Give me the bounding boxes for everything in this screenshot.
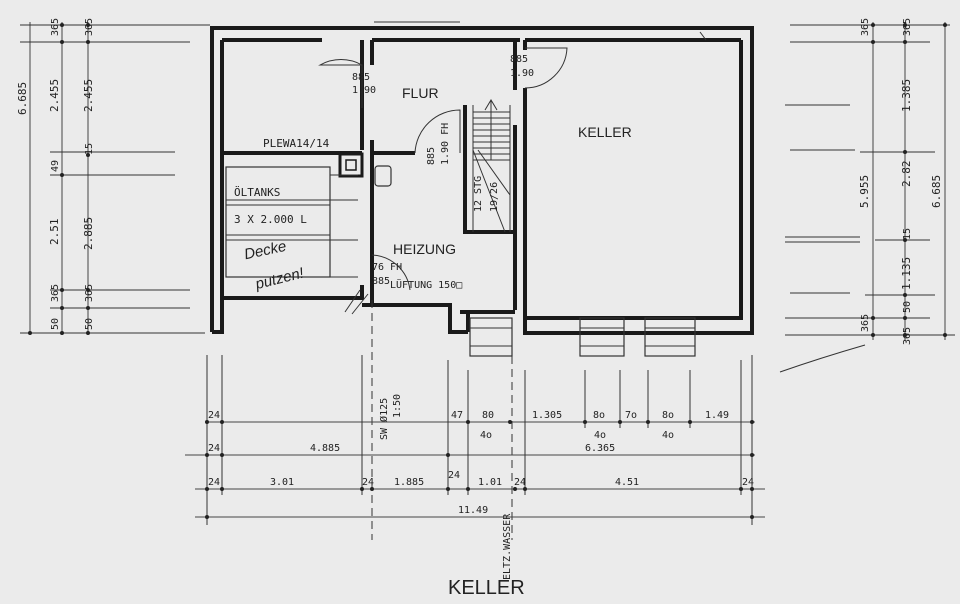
dim-b1-5: 8o xyxy=(593,410,605,421)
dim-right-mid-3: 2.82 xyxy=(900,161,913,188)
room-flur: FLUR xyxy=(402,85,439,101)
dim-b1-3: 80 xyxy=(482,410,494,421)
dim-right-inner-2: 5.955 xyxy=(858,175,871,208)
dim-b3-4: 1.885 xyxy=(394,477,424,488)
door4-width: 76 FH xyxy=(372,262,402,273)
door2-width: 885 xyxy=(510,54,528,65)
plewa-label: PLEWA14/14 xyxy=(263,137,330,150)
door1-width: 885 xyxy=(352,72,370,83)
stair-ratio-label: 19/26 xyxy=(489,182,500,212)
dim-left-inner-4: 2.51 xyxy=(48,219,61,246)
dim-b3-5: 24 xyxy=(448,470,460,481)
dim-right-outer: 6.685 xyxy=(930,175,943,208)
dim-left-outer: 6.685 xyxy=(16,82,29,115)
right-dimension-lines: 365 5.955 365 365 1.385 2.82 15 1.135 50… xyxy=(779,18,955,373)
dim-b3-2: 3.01 xyxy=(270,477,294,488)
door-swings xyxy=(318,47,568,291)
dim-left-mid-4: 2.885 xyxy=(82,217,95,250)
stair: 12 STG 19/26 xyxy=(472,99,511,233)
room-heizung: HEIZUNG xyxy=(393,241,456,257)
dim-right-inner-1: 365 xyxy=(860,18,871,36)
dim-left-mid-3: 15 xyxy=(84,143,95,155)
door2-height: 1.90 xyxy=(510,68,534,79)
dim-left-inner-1: 365 xyxy=(50,18,61,36)
dim-b1b-2: 4o xyxy=(594,430,606,441)
dim-b2-3: 6.365 xyxy=(585,443,615,454)
dim-b3-3: 24 xyxy=(362,477,374,488)
dim-b1b-1: 4o xyxy=(480,430,492,441)
dim-b1-4: 1.305 xyxy=(532,410,562,421)
stair-steps-label: 12 STG xyxy=(473,176,484,212)
dim-b3-9: 24 xyxy=(742,477,754,488)
lueftung-label: LÜFTUNG 150□ xyxy=(390,278,462,291)
dim-b1-1: 24 xyxy=(208,410,220,421)
dim-b2-1: 24 xyxy=(208,443,220,454)
dim-b1-6: 7o xyxy=(625,410,637,421)
dim-left-inner-5: 365 xyxy=(50,284,61,302)
eltz-wasser-label: ELTZ.WASSER xyxy=(502,513,513,580)
dim-b3-1: 24 xyxy=(208,477,220,488)
dim-right-mid-6: 50 xyxy=(902,301,913,313)
door4-height: 885 xyxy=(372,276,390,287)
handwritten-note-1: Decke xyxy=(243,238,288,263)
left-dimension-lines: 6.685 365 2.455 49 2.51 365 50 365 2.455… xyxy=(16,18,210,335)
service-lines: SW Ø125 1:50 ELTZ.WASSER xyxy=(371,300,513,580)
door3-width: 885 xyxy=(426,147,437,165)
door3-height: 1.90 FH xyxy=(440,123,451,165)
dim-b3-7: 24 xyxy=(514,477,526,488)
oeltanks-label: ÖLTANKS xyxy=(234,186,280,199)
dim-right-mid-5: 1.135 xyxy=(900,257,913,290)
dim-left-mid-1: 365 xyxy=(84,18,95,36)
dim-b1-8: 1.49 xyxy=(705,410,729,421)
dim-right-inner-3: 365 xyxy=(860,314,871,332)
dim-right-mid-4: 15 xyxy=(902,228,913,240)
dim-b3-8: 4.51 xyxy=(615,477,639,488)
dim-b1-7: 8o xyxy=(662,410,674,421)
bottom-dimension-lines: 24 47 80 1.305 8o 7o 8o 1.49 4o 4o 4o 24… xyxy=(185,355,765,525)
sw-pipe-label: SW Ø125 xyxy=(378,398,390,440)
window-wells xyxy=(469,317,696,357)
dim-b1b-3: 4o xyxy=(662,430,674,441)
dim-left-inner-2: 2.455 xyxy=(48,79,61,112)
plan-title: KELLER xyxy=(448,577,525,599)
dim-left-inner-3: 49 xyxy=(50,160,61,172)
room-labels: FLUR KELLER HEIZUNG PLEWA14/14 885 1.90 … xyxy=(263,54,632,291)
dim-right-mid-7: 365 xyxy=(902,327,913,345)
dim-right-mid-2: 1.385 xyxy=(900,79,913,112)
wall-details xyxy=(338,21,707,315)
dim-right-mid-1: 365 xyxy=(902,18,913,36)
dim-left-mid-6: 50 xyxy=(84,318,95,330)
dim-b2-2: 4.885 xyxy=(310,443,340,454)
sw-slope-label: 1:50 xyxy=(392,394,403,418)
dim-left-mid-2: 2.455 xyxy=(82,79,95,112)
door1-height: 1.90 xyxy=(352,85,376,96)
tank-size-label: 3 X 2.000 L xyxy=(234,213,307,226)
handwritten-note-2: putzen! xyxy=(253,264,307,293)
dim-b3-6: 1.01 xyxy=(478,477,502,488)
room-keller: KELLER xyxy=(578,124,632,140)
dim-b1-2: 47 xyxy=(451,410,463,421)
dim-left-mid-5: 365 xyxy=(84,284,95,302)
oil-tanks: ÖLTANKS 3 X 2.000 L Decke putzen! xyxy=(225,166,358,293)
dim-left-inner-6: 50 xyxy=(50,318,61,330)
walls xyxy=(210,26,754,335)
dim-b4-1: 11.49 xyxy=(458,505,488,516)
